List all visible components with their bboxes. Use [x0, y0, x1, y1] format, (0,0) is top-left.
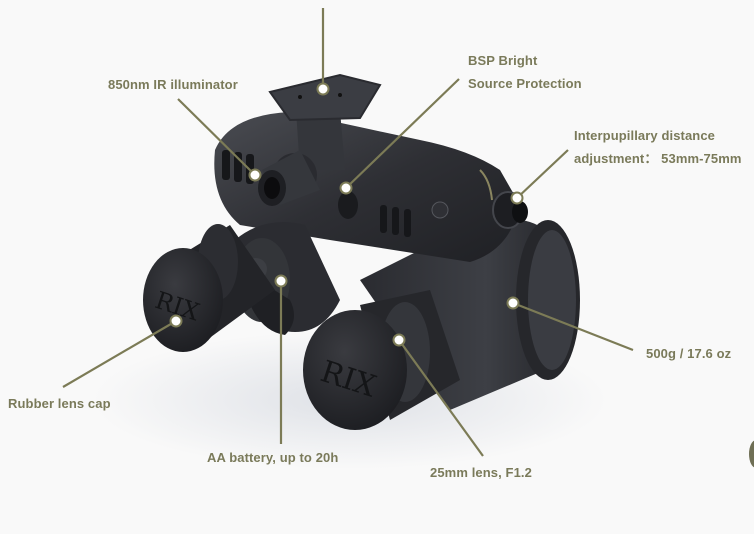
carousel-indicator[interactable] — [749, 440, 754, 468]
label-line: Source Protection — [468, 76, 582, 91]
label-line: Interpupillary distance — [574, 128, 716, 143]
label-line: AA battery, up to 20h — [207, 450, 339, 465]
label-line: 500g / 17.6 oz — [646, 346, 732, 361]
label-line: 850nm IR illuminator — [108, 77, 238, 92]
label-battery: AA battery, up to 20h — [207, 446, 338, 469]
label-ir-illuminator: 850nm IR illuminator — [108, 73, 238, 96]
label-lens-cap: Rubber lens cap — [8, 392, 111, 415]
right-lens-cap — [303, 310, 407, 430]
label-line: adjustment： 53mm-75mm — [574, 151, 742, 166]
label-ipd: Interpupillary distance adjustment： 53mm… — [574, 124, 742, 170]
label-weight: 500g / 17.6 oz — [646, 342, 731, 365]
label-line: Rubber lens cap — [8, 396, 111, 411]
label-lens: 25mm lens, F1.2 — [430, 461, 532, 484]
label-line: 25mm lens, F1.2 — [430, 465, 532, 480]
label-bsp: BSP Bright Source Protection — [468, 49, 582, 95]
label-line: BSP Bright — [468, 53, 538, 68]
